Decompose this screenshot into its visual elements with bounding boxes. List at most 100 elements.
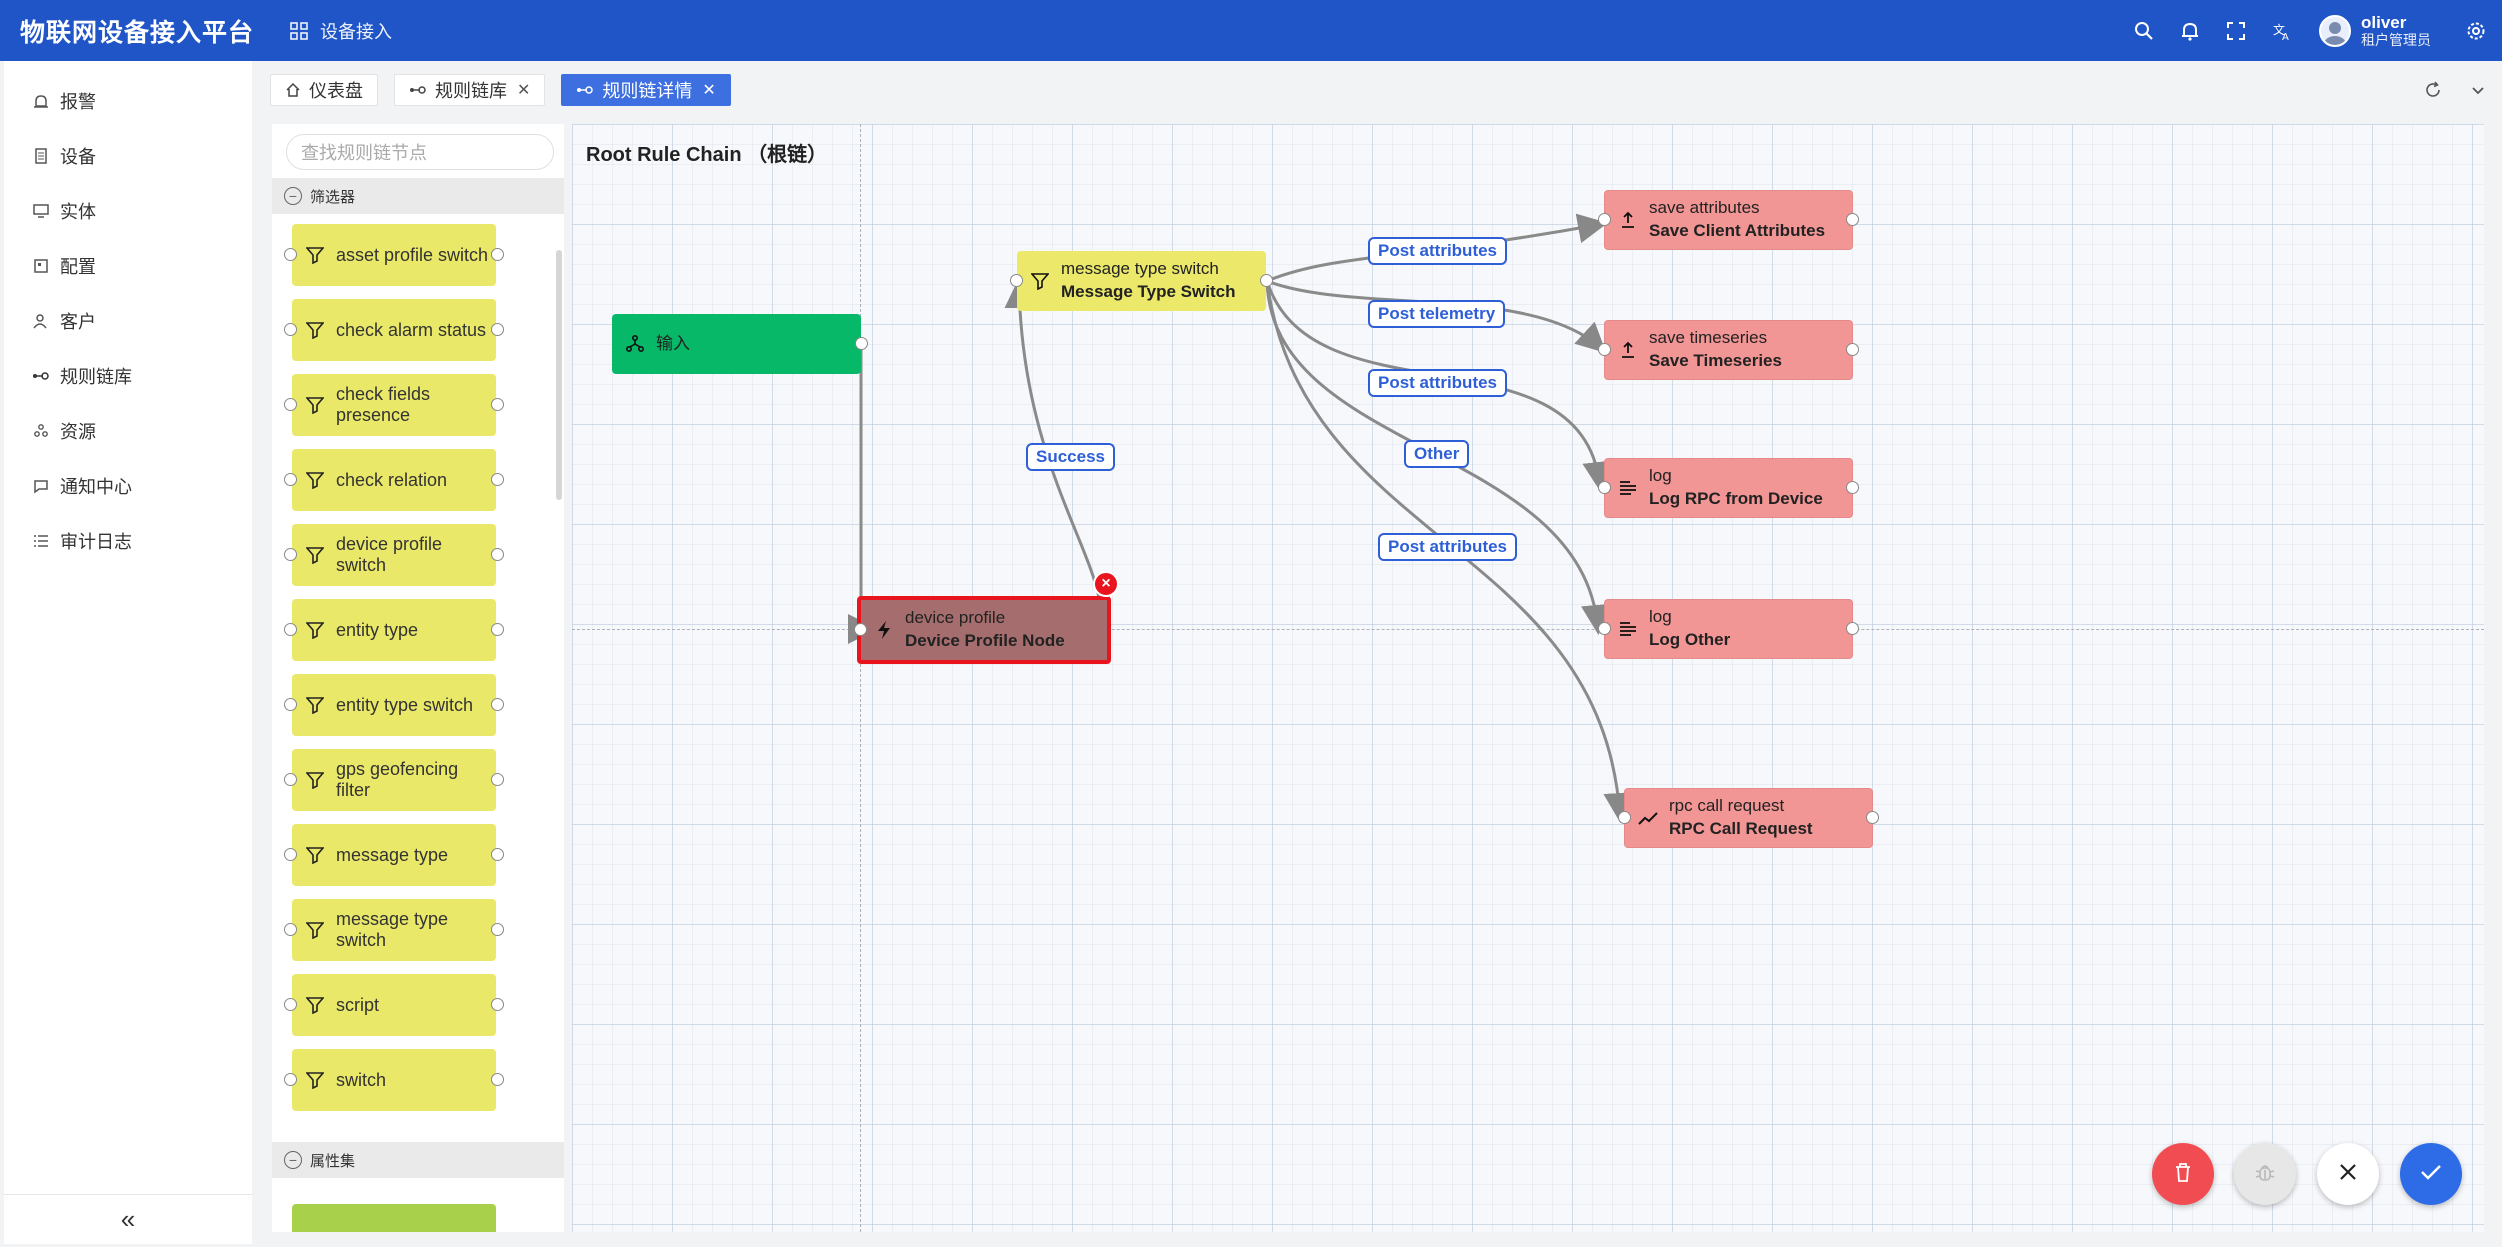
library-node[interactable]: check relation: [284, 449, 504, 511]
group-header-filter[interactable]: − 筛选器: [272, 178, 564, 214]
edge-label[interactable]: Other: [1404, 440, 1470, 468]
sidebar-item-alarm[interactable]: 报警: [4, 73, 252, 128]
library-node[interactable]: script: [284, 974, 504, 1036]
input-port: [284, 623, 297, 636]
close-icon[interactable]: ✕: [517, 82, 531, 99]
sidebar-item-notification[interactable]: 通知中心: [4, 458, 252, 513]
edge-label[interactable]: Success: [1026, 443, 1115, 471]
node-input[interactable]: 输入: [612, 314, 868, 374]
node-name: Message Type Switch: [1061, 282, 1236, 301]
input-port[interactable]: [1598, 343, 1611, 356]
grid-icon: [290, 21, 308, 40]
upload-icon: [1615, 211, 1641, 229]
edge-input-to-device-profile: [848, 344, 878, 644]
tab-rule-chains[interactable]: 规则链库 ✕: [394, 74, 546, 106]
debug-button[interactable]: [2234, 1143, 2296, 1205]
library-node-label: switch: [336, 1069, 387, 1090]
output-port[interactable]: [1866, 811, 1879, 824]
node-type: log: [1649, 607, 1672, 626]
node-log-other[interactable]: log Log Other: [1598, 599, 1859, 659]
sidebar-item-entity[interactable]: 实体: [4, 183, 252, 238]
output-port[interactable]: [855, 337, 868, 350]
delete-node-badge[interactable]: ×: [1093, 571, 1119, 597]
settings-icon[interactable]: [2464, 19, 2488, 43]
edge-label[interactable]: Post telemetry: [1368, 300, 1506, 328]
sidebar-item-device[interactable]: 设备: [4, 128, 252, 183]
fullscreen-icon[interactable]: [2224, 19, 2248, 43]
node-name: RPC Call Request: [1669, 819, 1813, 838]
node-message-type-switch[interactable]: message type switch Message Type Switch: [1010, 251, 1273, 311]
input-port: [284, 998, 297, 1011]
output-port[interactable]: [1260, 274, 1273, 287]
bell-icon[interactable]: [2178, 19, 2202, 43]
apply-button[interactable]: [2400, 1143, 2462, 1205]
cancel-button[interactable]: [2317, 1143, 2379, 1205]
sidebar-item-rule-chain[interactable]: 规则链库: [4, 348, 252, 403]
rule-chain-canvas[interactable]: Root Rule Chain （根链） 输入 device profile D…: [572, 124, 2484, 1232]
output-port[interactable]: [1846, 622, 1859, 635]
node-type: save attributes: [1649, 198, 1760, 217]
library-node[interactable]: entity type: [284, 599, 504, 661]
library-node[interactable]: gps geofencing filter: [284, 749, 504, 811]
library-node[interactable]: asset profile switch: [284, 224, 504, 286]
sidebar-collapse-button[interactable]: «: [4, 1194, 252, 1244]
group-header-attributes[interactable]: − 属性集: [272, 1142, 564, 1178]
node-device-profile[interactable]: device profile Device Profile Node: [854, 596, 1111, 664]
input-port[interactable]: [854, 623, 867, 636]
sidebar-item-audit-log[interactable]: 审计日志: [4, 513, 252, 568]
tab-label: 仪表盘: [309, 81, 363, 101]
user-menu[interactable]: oliver 租户管理员: [2319, 13, 2431, 48]
node-name: Log Other: [1649, 630, 1731, 649]
tab-dashboard[interactable]: 仪表盘: [270, 74, 378, 106]
tab-rule-chain-detail[interactable]: 规则链详情 ✕: [561, 74, 731, 106]
input-port[interactable]: [1598, 213, 1611, 226]
filter-icon: [306, 996, 324, 1014]
sidebar-item-resource[interactable]: 资源: [4, 403, 252, 458]
input-port[interactable]: [1010, 274, 1023, 287]
input-port[interactable]: [1598, 622, 1611, 635]
input-port: [284, 548, 297, 561]
library-scrollbar[interactable]: [556, 250, 562, 500]
edge-label[interactable]: Post attributes: [1368, 237, 1508, 265]
library-node[interactable]: switch: [284, 1049, 504, 1111]
chevron-down-icon[interactable]: [2470, 82, 2486, 98]
filter-icon: [306, 546, 324, 564]
input-port[interactable]: [1618, 811, 1631, 824]
output-port: [491, 848, 504, 861]
library-node[interactable]: check alarm status: [284, 299, 504, 361]
output-port[interactable]: [1846, 481, 1859, 494]
input-port[interactable]: [1598, 481, 1611, 494]
library-node[interactable]: entity type switch: [284, 674, 504, 736]
edge-label[interactable]: Post attributes: [1368, 369, 1508, 397]
library-node[interactable]: message type switch: [284, 899, 504, 961]
output-port[interactable]: [1846, 343, 1859, 356]
node-save-attributes[interactable]: save attributes Save Client Attributes: [1598, 190, 1859, 250]
library-node-label: asset profile switch: [336, 244, 489, 265]
sidebar-item-customer[interactable]: 客户: [4, 293, 252, 348]
breadcrumb: 设备接入: [290, 18, 392, 44]
delete-button[interactable]: [2152, 1143, 2214, 1205]
library-node[interactable]: [292, 1204, 496, 1232]
close-icon[interactable]: ✕: [702, 82, 716, 99]
trend-icon: [1635, 811, 1661, 825]
input-port: [284, 773, 297, 786]
output-port: [491, 248, 504, 261]
library-node[interactable]: message type: [284, 824, 504, 886]
alarm-icon: [32, 92, 50, 110]
search-icon[interactable]: [2132, 19, 2156, 43]
node-label: 输入: [656, 334, 690, 353]
output-port: [491, 773, 504, 786]
node-rpc-call-request[interactable]: rpc call request RPC Call Request: [1618, 788, 1879, 848]
output-port[interactable]: [1846, 213, 1859, 226]
library-node-label: check fields presence: [336, 384, 431, 425]
tab-bar: 仪表盘 规则链库 ✕ 规则链详情 ✕: [270, 70, 2492, 110]
library-node[interactable]: device profile switch: [284, 524, 504, 586]
refresh-icon[interactable]: [2424, 81, 2442, 99]
library-node[interactable]: check fields presence: [284, 374, 504, 436]
edge-label[interactable]: Post attributes: [1378, 533, 1518, 561]
node-save-timeseries[interactable]: save timeseries Save Timeseries: [1598, 320, 1859, 380]
node-search-input[interactable]: 查找规则链节点: [286, 134, 554, 170]
sidebar-item-config[interactable]: 配置: [4, 238, 252, 293]
node-log-rpc[interactable]: log Log RPC from Device: [1598, 458, 1859, 518]
